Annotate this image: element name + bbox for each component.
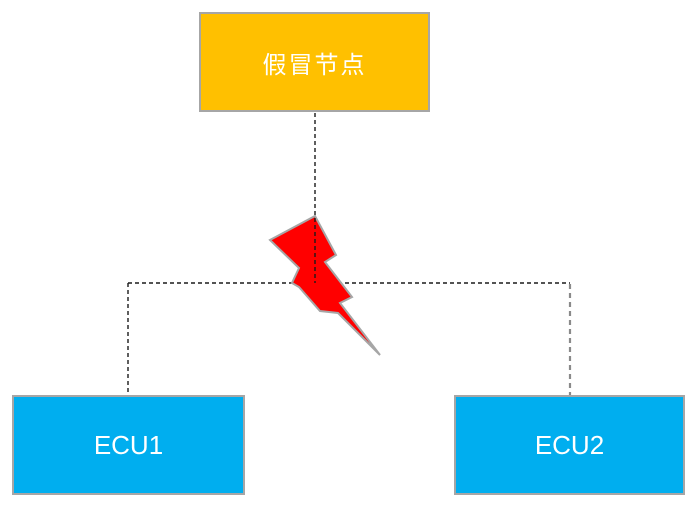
- ecu1-box: ECU1: [12, 395, 245, 495]
- ecu2-label: ECU2: [534, 429, 605, 460]
- ecu1-label: ECU1: [93, 429, 164, 460]
- fake-node-label: 假冒节点: [262, 51, 367, 79]
- fake-node-box: 假冒节点: [199, 12, 430, 112]
- ecu2-box: ECU2: [454, 395, 685, 495]
- lightning-bolt-icon: [268, 214, 381, 356]
